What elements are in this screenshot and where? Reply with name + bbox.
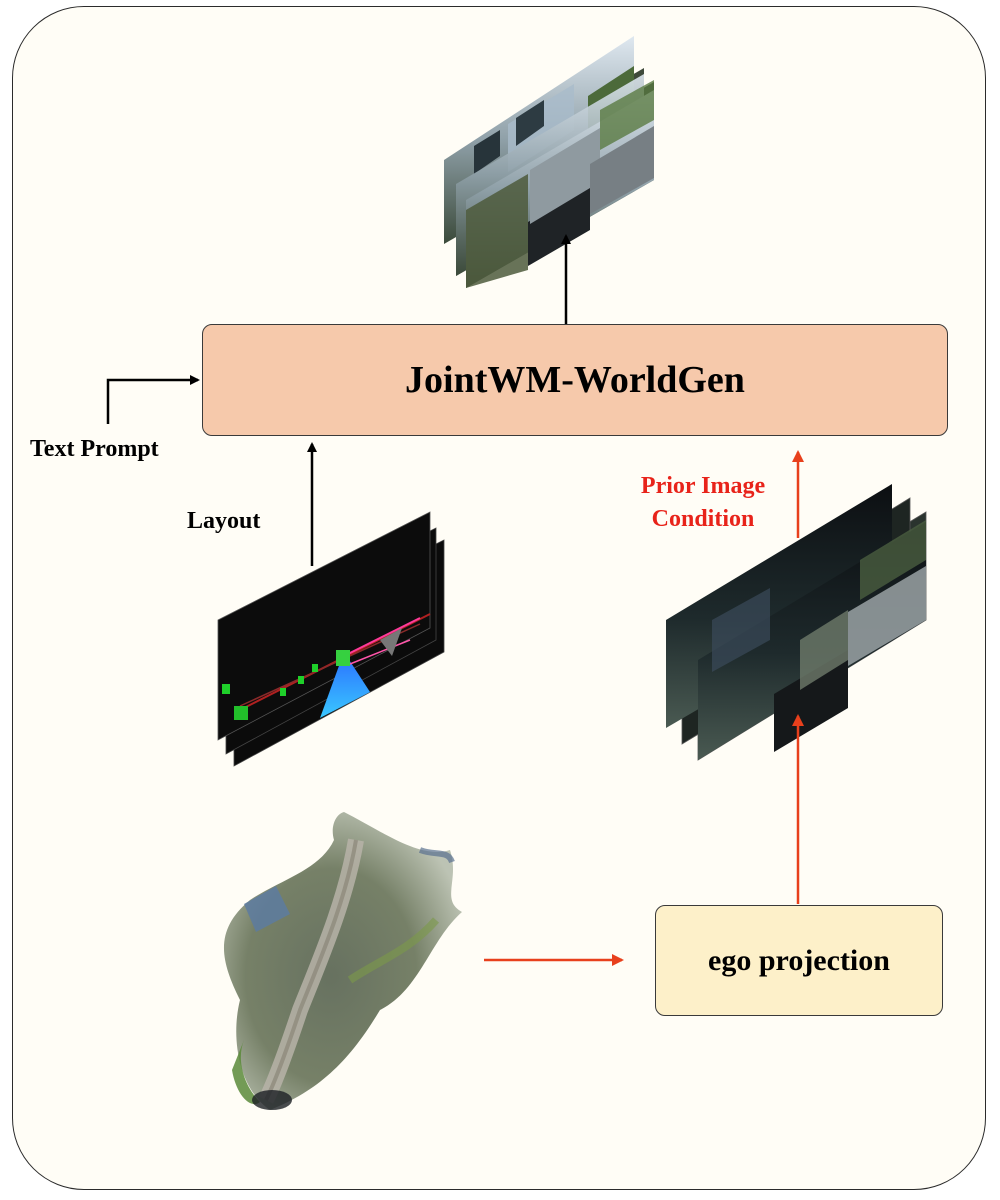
text-prompt-label: Text Prompt: [30, 436, 159, 462]
prior-image-condition-label: Prior Image Condition: [640, 473, 766, 532]
point-cloud-image: [223, 812, 462, 1110]
layout-label: Layout: [187, 508, 261, 534]
output-frames-image: [444, 36, 654, 288]
jointwm-worldgen-label: JointWM-WorldGen: [405, 359, 745, 401]
prior-frames-image: [666, 484, 927, 761]
ego-projection-block: ego projection: [655, 905, 943, 1016]
layout-frames-image: [217, 511, 445, 767]
jointwm-worldgen-block: JointWM-WorldGen: [202, 324, 948, 436]
ego-projection-label: ego projection: [708, 943, 890, 977]
